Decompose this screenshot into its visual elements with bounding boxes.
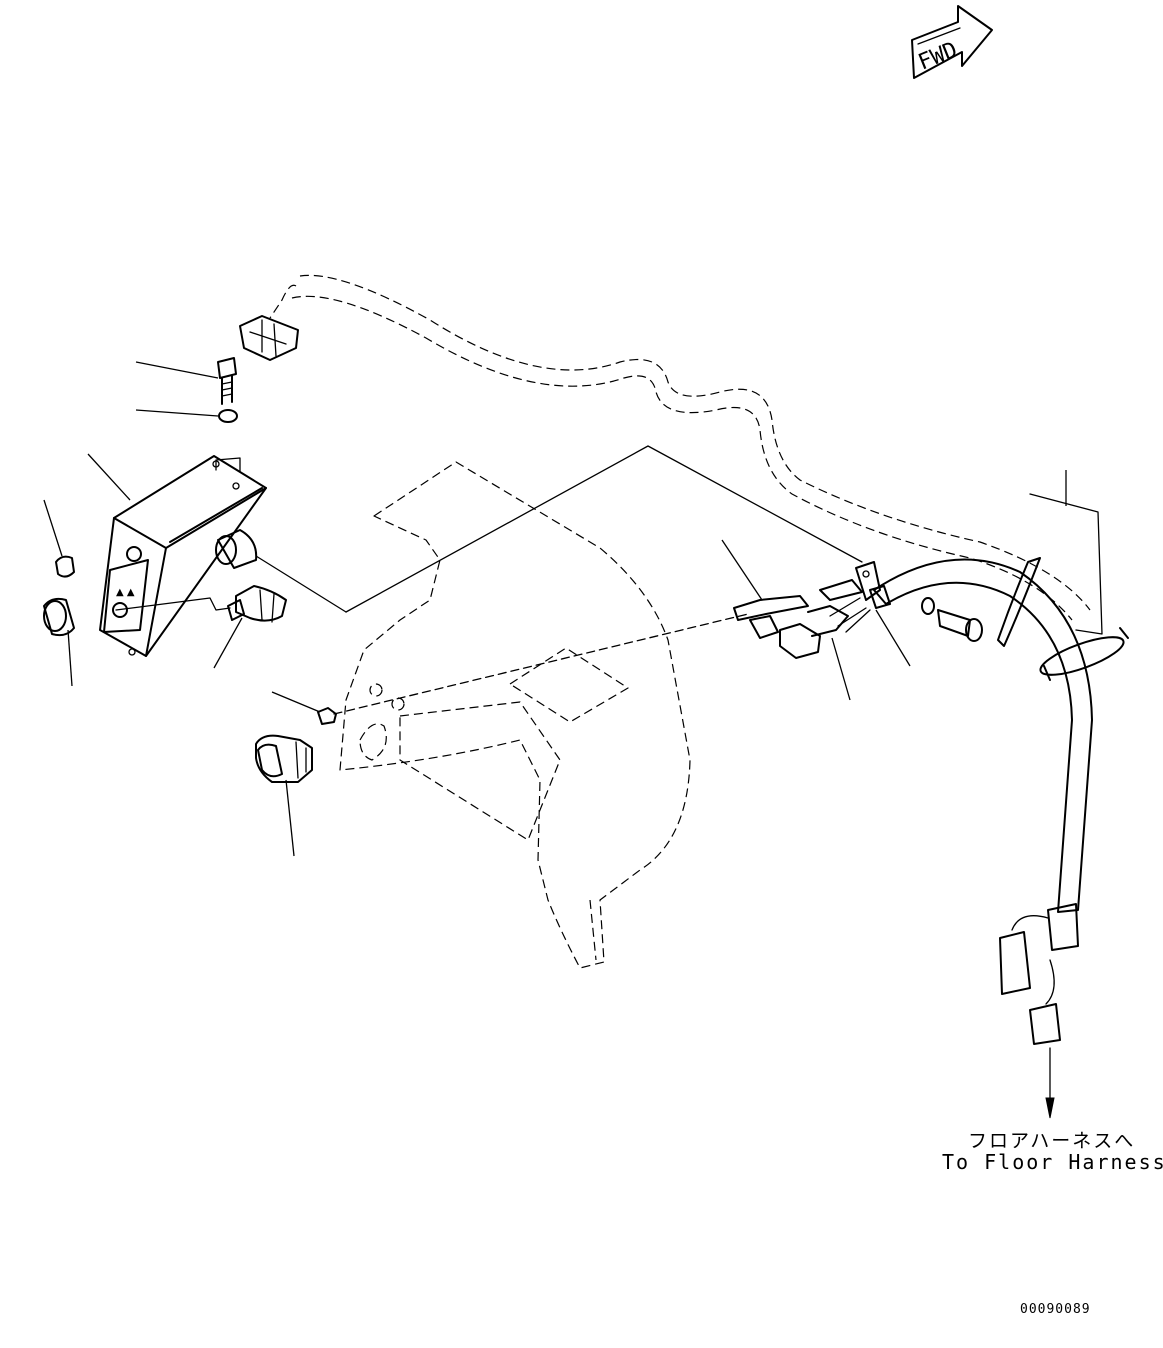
knob (43, 597, 75, 637)
harness-washer (921, 597, 935, 615)
bolt-guide-line (215, 457, 241, 473)
spacer (215, 529, 258, 569)
forward-arrow-icon: FWD (911, 5, 993, 79)
switch-bracket: ▲ ▲ (99, 455, 267, 657)
washer (218, 409, 238, 423)
bolt (217, 357, 237, 405)
lamp-connector (255, 734, 313, 783)
floor-harness-label-en: To Floor Harness (942, 1150, 1163, 1174)
reference-lines (115, 445, 863, 715)
cab-panel-outline (339, 461, 691, 969)
cap (55, 555, 75, 578)
nut (317, 707, 337, 725)
main-harness (869, 493, 1129, 1045)
rotary-switch (227, 585, 287, 623)
harness-bolt (937, 609, 983, 642)
floor-harness-arrow (1045, 1047, 1055, 1119)
upper-harness-route (269, 274, 1091, 621)
leader-lines (43, 361, 1067, 857)
floor-harness-label-jp: フロアハーネスへ (968, 1130, 1136, 1152)
drawing-number: 00090089 (1020, 1302, 1091, 1317)
harness-cluster (733, 561, 881, 659)
harness-connector-top (239, 315, 299, 361)
svg-text:▲ ▲: ▲ ▲ (116, 587, 135, 598)
